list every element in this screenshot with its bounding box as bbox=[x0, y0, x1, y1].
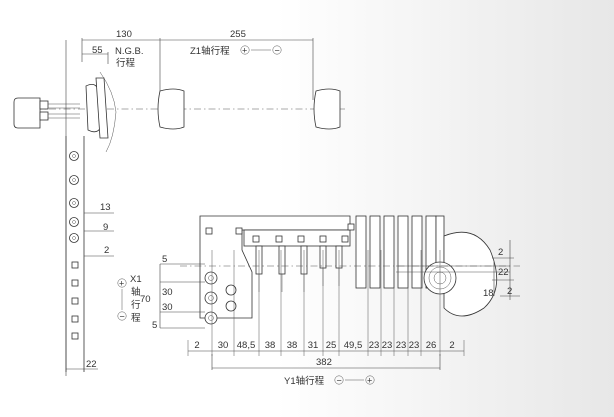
top-dimensions: 130 255 55 N.G.B. 行程 Z1轴行程 + − bbox=[81, 29, 314, 100]
x1-char-3: 程 bbox=[131, 313, 141, 324]
spacing-label: 49,5 bbox=[344, 340, 363, 351]
tool-position-1 bbox=[157, 88, 185, 130]
right-dimensions: 2 22 2 18 bbox=[483, 240, 520, 300]
y1-minus-sign: − bbox=[337, 376, 342, 386]
sub-spindle-housing bbox=[443, 231, 498, 317]
z1-plus-sign: + bbox=[242, 46, 247, 56]
y1-plus-sign: + bbox=[367, 376, 372, 386]
spacing-label: 23 bbox=[409, 340, 420, 351]
dim-x1-5-top: 5 bbox=[162, 254, 167, 265]
ngb-label: N.G.B. bbox=[115, 46, 144, 57]
spacing-label: 31 bbox=[308, 340, 319, 351]
y1-axis-stroke-label: Y1轴行程 bbox=[284, 375, 325, 387]
left-rail: 13 9 2 22 bbox=[65, 40, 114, 376]
dim-right-22: 22 bbox=[498, 267, 509, 278]
x1-label: X1 bbox=[130, 274, 142, 285]
dim-22: 22 bbox=[86, 359, 97, 370]
z1-axis-stroke-label: Z1轴行程 bbox=[190, 45, 230, 57]
x1-minus-circle-icon bbox=[117, 311, 127, 321]
spacing-label: 23 bbox=[396, 340, 407, 351]
x1-char-2: 行 bbox=[131, 299, 141, 311]
spacing-ticks bbox=[187, 250, 465, 356]
dim-right-2: 2 bbox=[498, 247, 503, 258]
spindle-housing bbox=[13, 97, 41, 129]
spacing-label: 30 bbox=[218, 340, 229, 351]
drills bbox=[255, 245, 343, 292]
tool-position-2 bbox=[313, 88, 341, 130]
z1-minus-sign: − bbox=[275, 46, 280, 56]
spacing-label: 26 bbox=[426, 340, 437, 351]
spacing-label: 48,5 bbox=[237, 340, 256, 351]
dim-9: 9 bbox=[103, 222, 108, 233]
dim-13: 13 bbox=[100, 202, 111, 213]
dim-255: 255 bbox=[230, 29, 246, 40]
x1-minus-sign: − bbox=[120, 312, 125, 322]
dim-55: 55 bbox=[92, 45, 103, 56]
spacing-label: 38 bbox=[287, 340, 298, 351]
minus-circle-icon bbox=[272, 45, 282, 55]
x1-axis-group: 5 30 70 30 5 + − X1 轴 行 程 bbox=[117, 254, 205, 331]
gang-tool-block bbox=[180, 215, 520, 325]
dim-total-382: 382 bbox=[316, 357, 332, 368]
dim-right-18: 18 bbox=[483, 288, 494, 299]
x1-char-1: 轴 bbox=[131, 286, 141, 298]
dim-x1-30b: 30 bbox=[162, 302, 173, 313]
ngb-stroke-label: 行程 bbox=[116, 57, 136, 69]
spindle-assembly bbox=[13, 71, 341, 153]
dim-2: 2 bbox=[104, 245, 109, 256]
dim-x1-70: 70 bbox=[140, 294, 151, 305]
y1-minus-circle-icon bbox=[334, 375, 344, 385]
dim-right-2b: 2 bbox=[507, 286, 512, 297]
dim-x1-5-bot: 5 bbox=[152, 320, 157, 331]
spacing-label: 23 bbox=[382, 340, 393, 351]
spacing-label: 2 bbox=[194, 340, 199, 351]
spacing-label: 23 bbox=[369, 340, 380, 351]
y1-plus-circle-icon bbox=[365, 375, 375, 385]
spacing-label: 38 bbox=[265, 340, 276, 351]
x1-plus-circle-icon bbox=[117, 278, 127, 288]
spacing-label: 25 bbox=[326, 340, 337, 351]
plus-circle-icon bbox=[240, 45, 250, 55]
dim-130: 130 bbox=[116, 29, 132, 40]
dim-x1-30a: 30 bbox=[162, 287, 173, 298]
spacing-label: 2 bbox=[449, 340, 454, 351]
x1-plus-sign: + bbox=[119, 279, 124, 289]
tool-holders bbox=[204, 271, 237, 325]
